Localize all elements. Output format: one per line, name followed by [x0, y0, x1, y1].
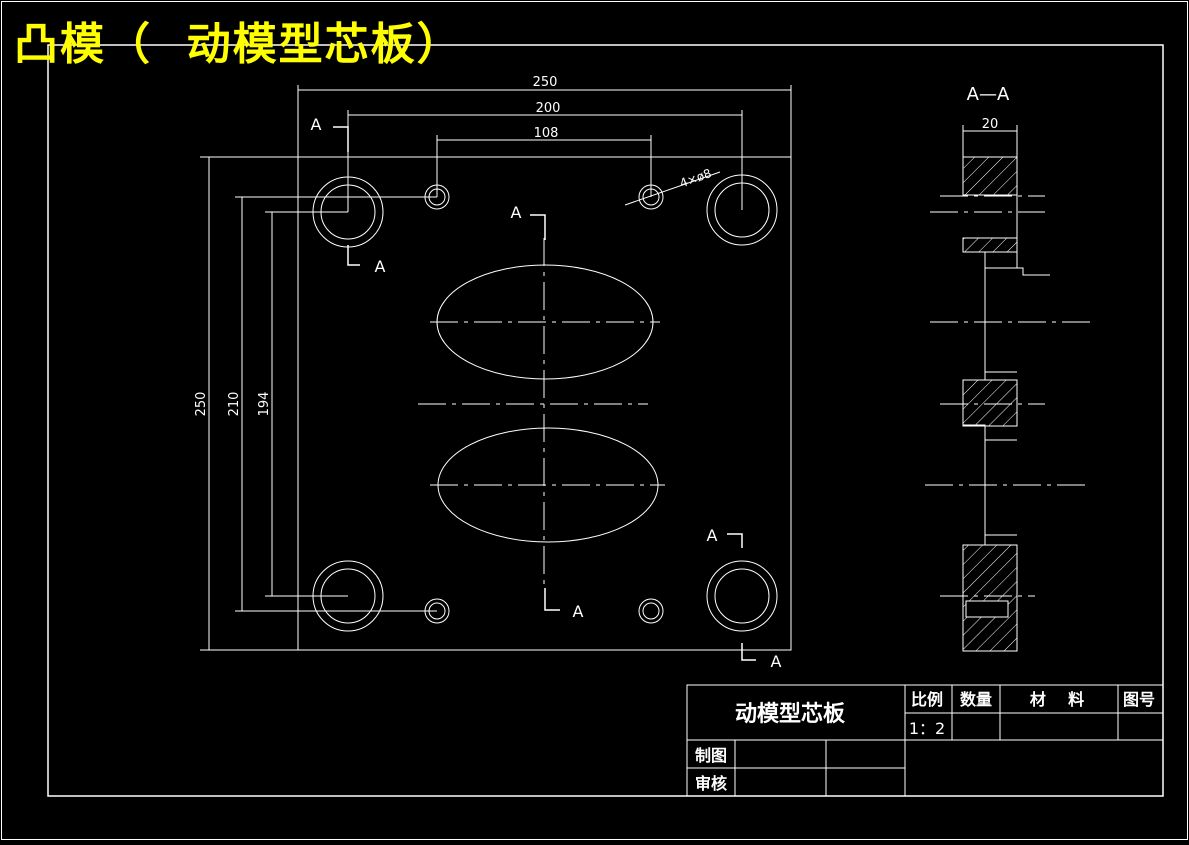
drawn-by-label: 制图 — [695, 746, 727, 765]
section-recess — [963, 251, 1017, 269]
section-view-title: A—A — [967, 84, 1010, 105]
hatch-mid — [962, 379, 1018, 427]
section-label: A — [511, 203, 522, 222]
part-name: 动模型芯板 — [735, 702, 846, 727]
scale-value: 1：2 — [909, 719, 945, 738]
section-label: A — [573, 602, 584, 621]
pin-slot — [965, 600, 1009, 618]
hatch-mid-upper — [962, 237, 1018, 253]
front-view — [200, 85, 792, 661]
quantity-label: 数量 — [960, 690, 992, 709]
section-recess — [963, 534, 1017, 546]
dim-bolt-spacing: 200 — [536, 101, 561, 116]
hatch-top — [962, 156, 1018, 196]
hatch-bottom — [962, 544, 1018, 652]
scale-label: 比例 — [911, 690, 943, 709]
extension-lines — [200, 85, 792, 651]
center-lines — [418, 238, 665, 590]
section-center-lines — [925, 195, 1095, 597]
hole-callout: 4×ø8 — [678, 166, 713, 190]
material-label: 材 料 — [1030, 690, 1084, 709]
section-outline — [963, 156, 1050, 276]
bolt-hole-bottom-right — [706, 560, 778, 632]
dim-bolt-vertical: 210 — [227, 392, 242, 417]
dimension-lines — [208, 89, 791, 650]
section-recess — [963, 371, 1017, 381]
drawing-title: 凸模（ 动模型芯板） — [14, 19, 463, 70]
pin-hole-bottom-right — [638, 598, 664, 624]
drawing-no-label: 图号 — [1123, 690, 1155, 709]
dim-total-height: 250 — [194, 392, 209, 417]
section-recess — [963, 424, 1017, 441]
dim-pin-vertical: 194 — [257, 392, 272, 417]
checked-by-label: 审核 — [695, 774, 727, 793]
dim-thickness: 20 — [982, 117, 999, 132]
section-label: A — [375, 257, 386, 276]
dim-pin-spacing: 108 — [534, 126, 559, 141]
section-label: A — [771, 652, 782, 671]
sheet-inner-border — [47, 44, 1164, 797]
title-block — [686, 684, 1164, 797]
section-markers — [333, 126, 756, 661]
section-label: A — [311, 115, 322, 134]
plate-outline — [297, 156, 792, 651]
section-view — [925, 125, 1095, 652]
section-label: A — [707, 526, 718, 545]
dim-total-width: 250 — [533, 75, 558, 90]
